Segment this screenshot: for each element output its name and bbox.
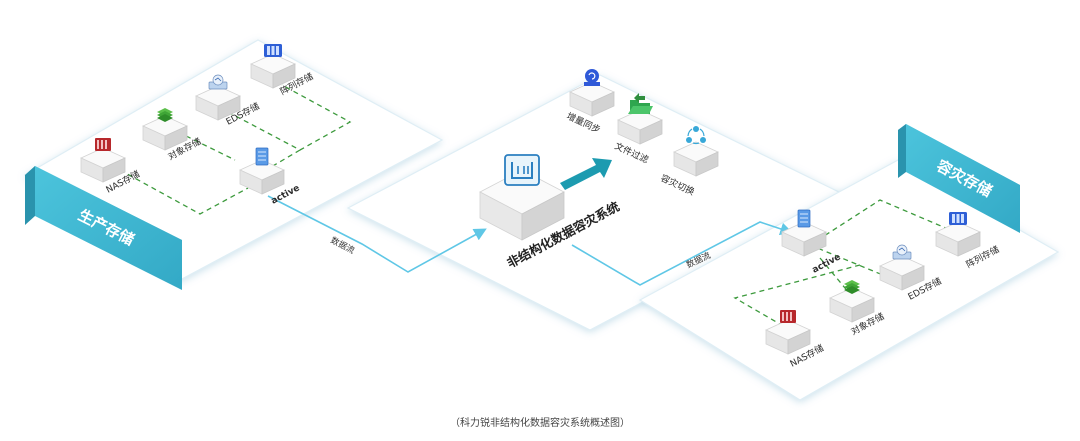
system-arrow [560, 158, 612, 190]
prod-array-node [250, 44, 296, 89]
prod-object-node [142, 108, 188, 151]
array-icon [949, 212, 967, 225]
dr-banner: 容灾存储 [898, 124, 1020, 233]
production-links [119, 84, 352, 215]
nas-icon [780, 310, 796, 323]
object-storage-icon [157, 108, 173, 122]
nas-icon [95, 138, 111, 151]
folder-icon [628, 93, 653, 114]
figure-caption: （科力锐非结构化数据容灾系统概述图） [450, 418, 630, 429]
prod-eds-node [195, 74, 241, 121]
sync-icon [584, 69, 600, 86]
dr-nas-node [765, 310, 811, 355]
array-icon [264, 44, 282, 57]
system-core-node [479, 154, 565, 241]
eds-icon [892, 244, 912, 260]
switch-icon [686, 126, 706, 145]
eds-icon [208, 74, 228, 90]
left-flow-label: 数据流 [329, 235, 357, 257]
dr-array-node [935, 212, 981, 257]
sync-feature-node [569, 69, 615, 117]
left-data-flow-line [267, 195, 487, 273]
filter-feature-node [617, 93, 663, 145]
prod-nas-node [80, 138, 126, 183]
server-icon [255, 147, 269, 166]
dr-eds-node [879, 244, 925, 291]
system-logo-icon [504, 154, 540, 186]
dr-active-node [781, 209, 827, 257]
prod-active-node [239, 147, 285, 195]
dr-object-node [829, 280, 875, 323]
object-storage-icon [844, 280, 860, 294]
right-data-flow-line [571, 221, 794, 286]
server-icon [797, 209, 811, 228]
production-banner: 生产存储 [25, 166, 182, 290]
switch-feature-node [673, 126, 719, 177]
